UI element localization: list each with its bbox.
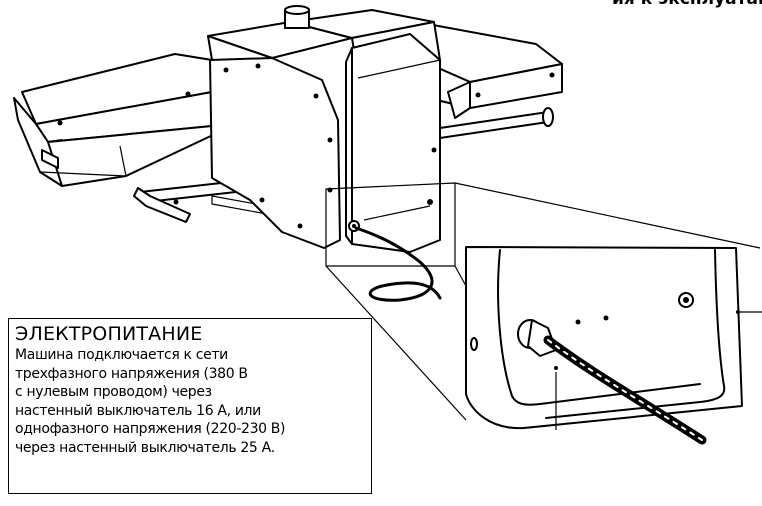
callout-line: с нулевым проводом) через bbox=[15, 384, 212, 401]
left-ironing-table bbox=[13, 53, 216, 187]
callout-line: настенный выключатель 16 А, или bbox=[15, 402, 261, 419]
callout-title: ЭЛЕКТРОПИТАНИЕ bbox=[15, 323, 203, 345]
power-cable bbox=[354, 226, 442, 302]
callout-line: однофазного напряжения (220-230 В) bbox=[15, 421, 286, 438]
power-supply-callout: ЭЛЕКТРОПИТАНИЕ Машина подключается к сет… bbox=[8, 318, 372, 494]
press-body bbox=[207, 5, 441, 253]
page-header-fragment: ия к эксплуатаци bbox=[612, 0, 762, 11]
callout-line: через настенный выключатель 25 А. bbox=[15, 439, 275, 456]
callout-line: Машина подключается к сети bbox=[15, 347, 228, 363]
connection-detail-inset bbox=[465, 246, 762, 445]
inset-leader-lines bbox=[325, 182, 761, 421]
callout-line: трехфазного напряжения (380 В bbox=[15, 365, 248, 382]
